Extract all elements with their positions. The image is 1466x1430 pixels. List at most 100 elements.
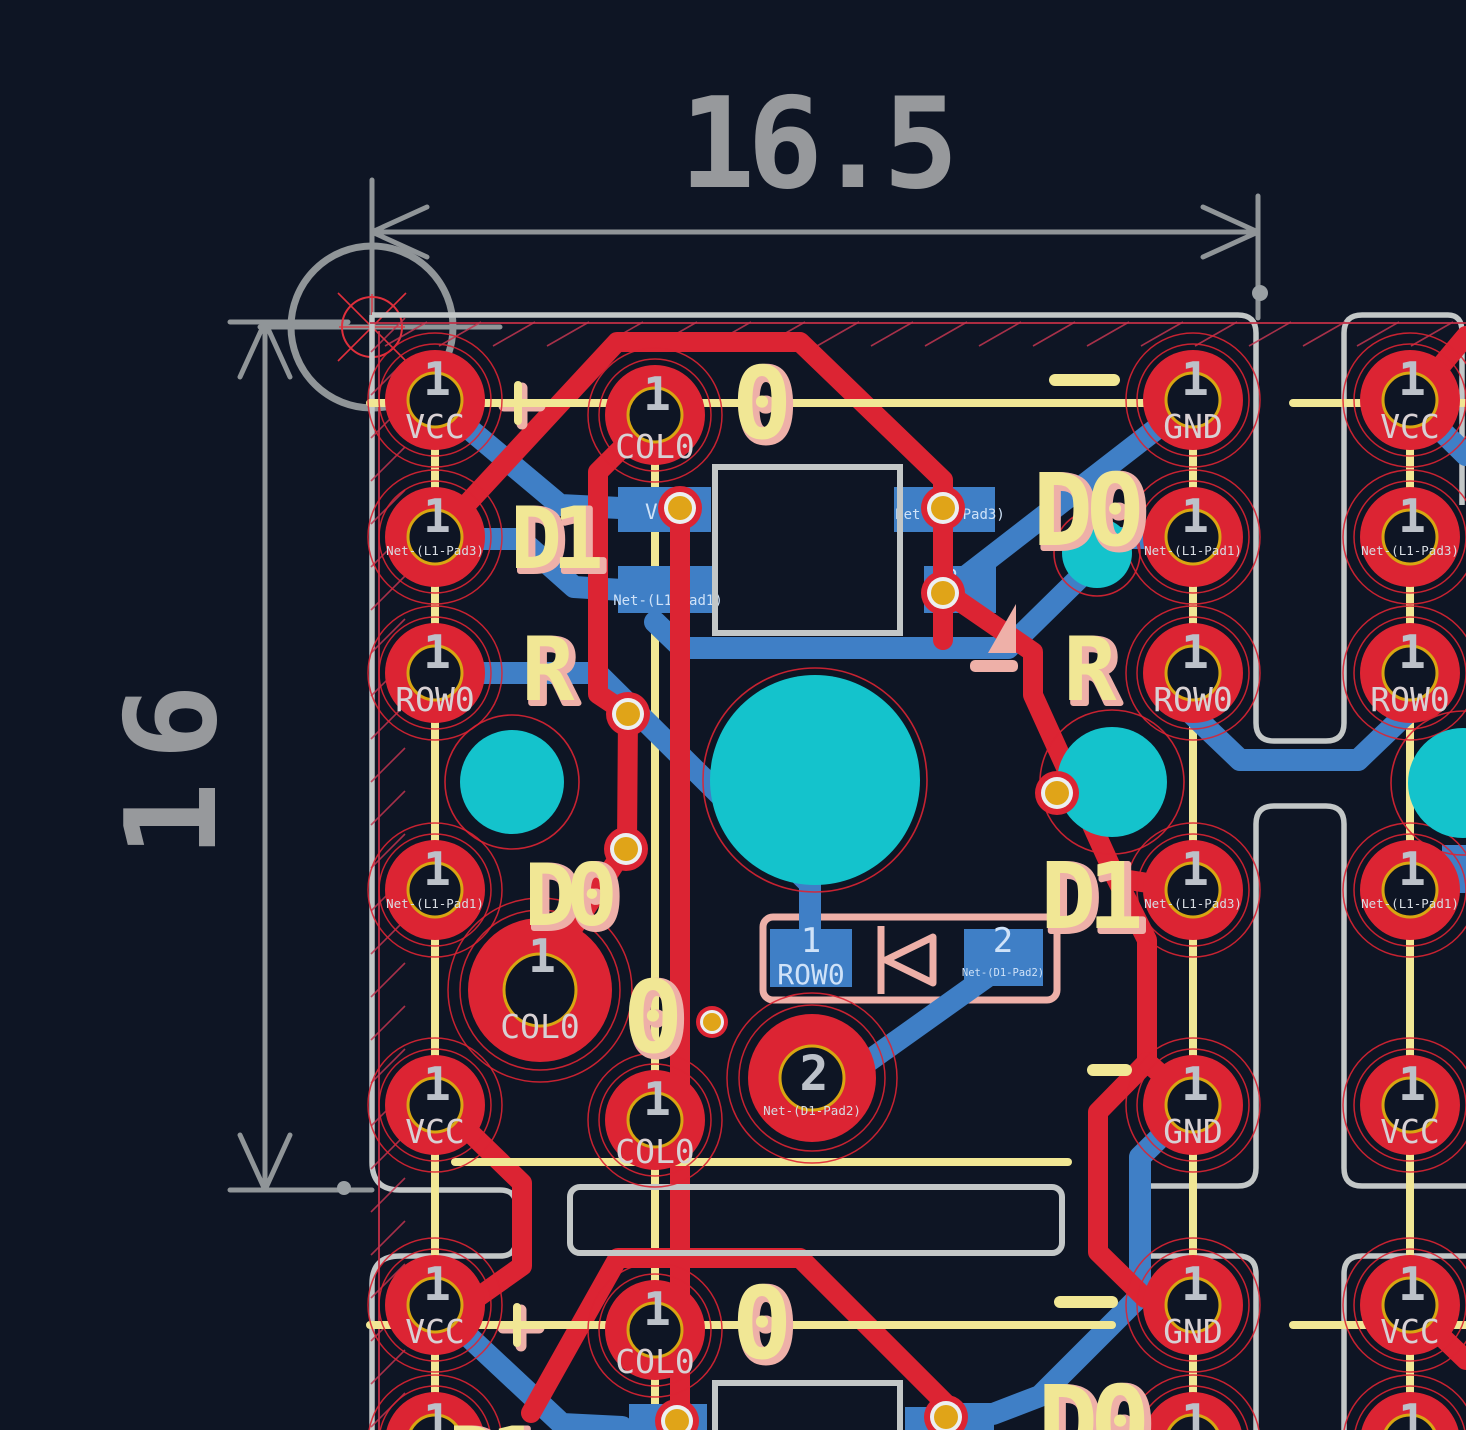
dimension-h-line[interactable] bbox=[369, 193, 1261, 321]
silk-text-front: D1 bbox=[448, 1409, 538, 1430]
via[interactable] bbox=[655, 1399, 699, 1430]
tht-pad[interactable]: 1 bbox=[1126, 1374, 1260, 1430]
pad-hole bbox=[1166, 373, 1220, 427]
via[interactable] bbox=[1035, 771, 1079, 815]
npth-hole[interactable] bbox=[1053, 509, 1141, 597]
silk-text[interactable]: 00 bbox=[732, 1265, 799, 1388]
pad-hole-ring bbox=[1164, 861, 1222, 919]
pad-hole bbox=[1383, 863, 1437, 917]
smd-pad-copper[interactable] bbox=[964, 929, 1043, 986]
pad-hole bbox=[628, 1303, 682, 1357]
smd-pad-copper[interactable] bbox=[618, 566, 718, 613]
pad-hole-ring bbox=[626, 386, 684, 444]
silk-text[interactable]: RR bbox=[522, 618, 582, 727]
via[interactable] bbox=[924, 1395, 968, 1430]
pad-number: 1 bbox=[643, 1072, 671, 1126]
hatch-line bbox=[978, 321, 1022, 347]
pad-clearance-ring bbox=[1343, 1374, 1466, 1430]
pad-clearance-ring bbox=[1353, 1048, 1466, 1162]
via[interactable] bbox=[604, 827, 648, 871]
silk-text[interactable]: 00 bbox=[732, 345, 799, 468]
pad-number: 1 bbox=[1181, 1394, 1209, 1430]
smd-pad[interactable]: Net-(L1-Pad1) bbox=[613, 566, 723, 613]
dimension-v-line[interactable] bbox=[227, 319, 375, 1193]
hole-clearance-ring bbox=[1053, 509, 1141, 597]
pad-hole bbox=[408, 373, 462, 427]
pad-clearance-ring bbox=[587, 1262, 723, 1398]
hole-clearance-ring bbox=[702, 667, 928, 893]
pad-hole bbox=[1383, 373, 1437, 427]
pad-hole-ring bbox=[406, 371, 464, 429]
silk-text-fab-shadow: D0 bbox=[1042, 1367, 1149, 1430]
silk-text-fab-shadow: 0 bbox=[627, 962, 687, 1079]
diode-d1-outline[interactable] bbox=[759, 913, 1061, 1004]
pad-clearance-ring bbox=[1136, 833, 1250, 947]
silk-text[interactable]: RR bbox=[1064, 618, 1124, 727]
dimension-h-value[interactable]: 16.5 bbox=[679, 70, 959, 217]
via[interactable] bbox=[921, 571, 965, 615]
tht-pad[interactable]: 1 bbox=[1343, 1374, 1466, 1430]
pad-copper[interactable] bbox=[1360, 1392, 1460, 1430]
pad-clearance-ring bbox=[378, 833, 492, 947]
silk-text[interactable]: 00 bbox=[623, 959, 690, 1082]
pad-number: 1 bbox=[528, 929, 556, 983]
pad-number: 1 bbox=[1398, 352, 1426, 406]
npth-hole[interactable] bbox=[444, 714, 580, 850]
via[interactable] bbox=[658, 486, 702, 530]
tht-pad[interactable]: 1 bbox=[368, 1374, 502, 1430]
fab-marker bbox=[970, 604, 1018, 672]
via[interactable] bbox=[606, 692, 650, 736]
pad-copper[interactable] bbox=[385, 1392, 485, 1430]
pad-clearance-ring bbox=[1353, 1248, 1466, 1362]
smd-pad-copper[interactable] bbox=[770, 929, 852, 987]
via[interactable] bbox=[921, 486, 965, 530]
hole-circle bbox=[460, 730, 564, 834]
silk-text-front: 0 bbox=[732, 1265, 792, 1382]
hatch-line bbox=[370, 747, 406, 783]
hatch-line bbox=[816, 321, 860, 347]
via[interactable] bbox=[696, 1006, 728, 1038]
via-layer bbox=[604, 486, 1079, 1430]
pad-clearance-ring bbox=[379, 1385, 491, 1430]
pad-clearance-ring bbox=[587, 1052, 723, 1188]
pad-net-label: Net-(L1-Pad1) bbox=[1144, 543, 1242, 558]
dimension-v-value[interactable]: 16 bbox=[98, 662, 245, 858]
pad-copper[interactable] bbox=[1143, 1392, 1243, 1430]
hatch-line bbox=[1410, 321, 1454, 347]
npth-hole[interactable] bbox=[1390, 710, 1466, 856]
npth-hole[interactable] bbox=[702, 667, 928, 893]
